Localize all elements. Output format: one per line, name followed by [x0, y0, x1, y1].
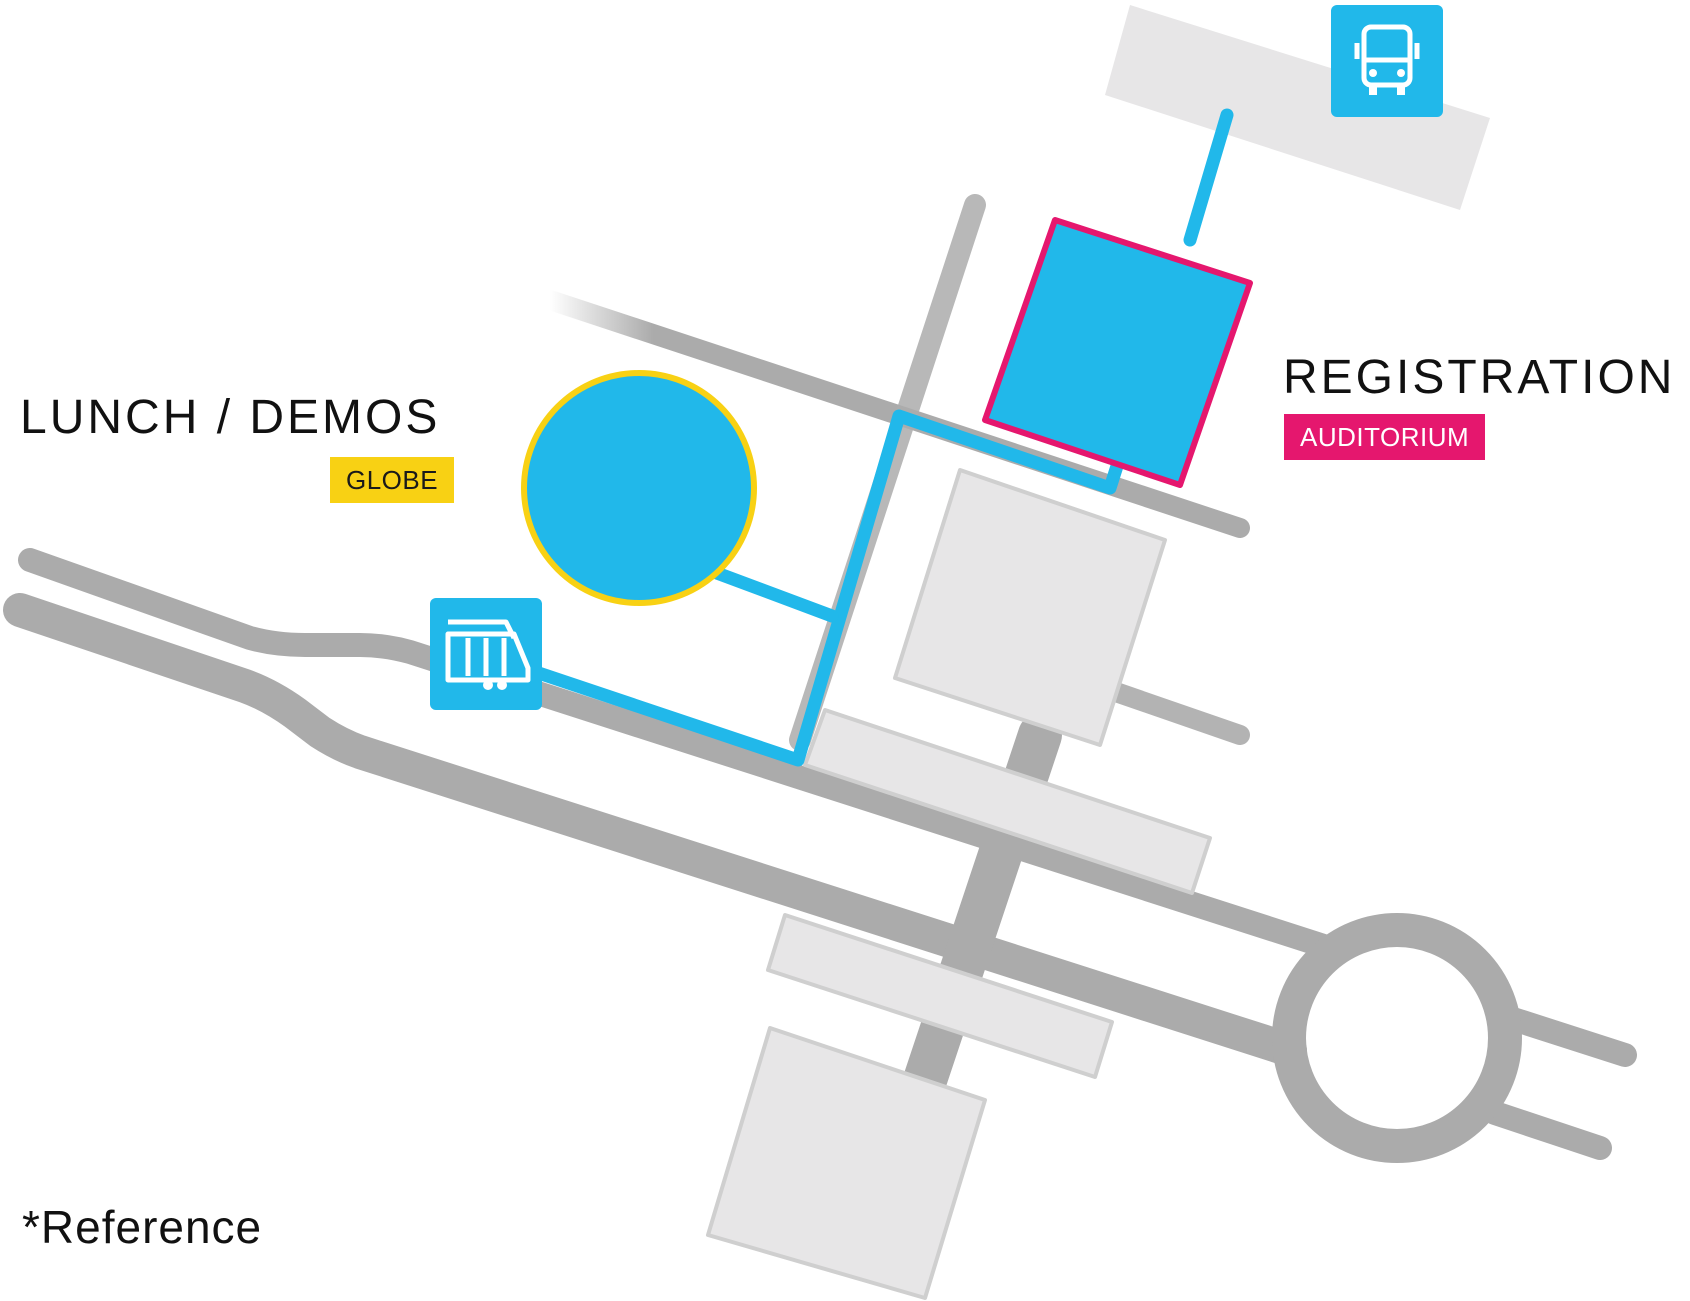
reference-footnote: *Reference [22, 1201, 263, 1253]
route-main [478, 409, 1124, 767]
building-long-1 [803, 708, 1212, 895]
tram-icon [430, 598, 542, 710]
building-long-2 [766, 913, 1114, 1079]
building-bus-terminal [1105, 5, 1490, 210]
roundabout [1272, 913, 1522, 1163]
globe-venue [521, 370, 757, 606]
building-south [706, 1026, 987, 1300]
highway-lower [3, 593, 1307, 1067]
globe-tag: GLOBE [330, 457, 455, 503]
auditorium-venue [982, 217, 1253, 488]
highway-east-lower [1483, 1101, 1612, 1160]
buildings [706, 5, 1490, 1300]
lunch-demos-title: LUNCH / DEMOS [20, 391, 441, 444]
highway-upper [18, 548, 1342, 960]
auditorium-tag: AUDITORIUM [1284, 414, 1486, 460]
building-central [893, 468, 1167, 747]
registration-title: REGISTRATION [1283, 351, 1676, 404]
road-north-east [1100, 680, 1250, 745]
highway-east-upper [1498, 1006, 1637, 1067]
route-bus-to-registration [1183, 108, 1234, 247]
bus-icon [1331, 5, 1443, 117]
